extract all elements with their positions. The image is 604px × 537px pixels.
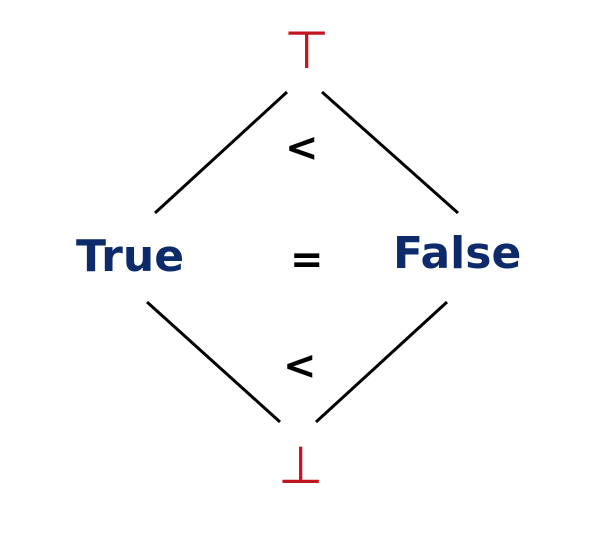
edge-top-left [153, 90, 289, 215]
false-node: False [393, 228, 522, 279]
edge-bottom-right [314, 300, 449, 424]
bottom-element: ⊥ [278, 436, 324, 496]
edge-top-right [321, 90, 459, 215]
edge-bottom-left [145, 300, 282, 424]
upper-less-than: < [285, 125, 319, 171]
equals-sign: = [290, 237, 324, 283]
lower-less-than: < [283, 343, 317, 389]
true-node: True [76, 231, 185, 282]
top-element: ⊤ [284, 21, 330, 81]
